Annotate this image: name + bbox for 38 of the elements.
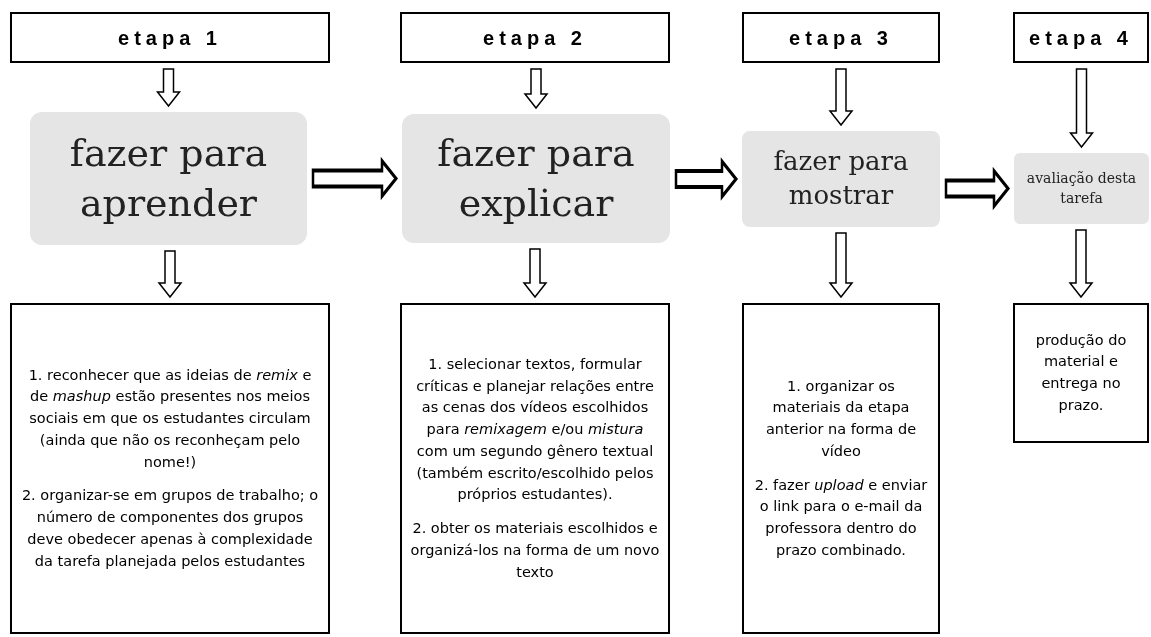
description-text: 1. organizar os materiais da etapa anterior na forma de vídeo: [764, 376, 918, 461]
stage-header-box: [1013, 12, 1149, 63]
block-arrow: [155, 68, 182, 108]
block-arrow: [523, 68, 549, 110]
block-arrow: [157, 250, 183, 299]
stage-description-box: [1013, 303, 1149, 443]
description-text: 2. organizar-se em grupos de trabalho; o número de componentes dos grupos deve obedecer apenas à complexidade da tarefa planejada pelos estudantes: [20, 486, 320, 571]
description-text: 1. selecionar textos, formular críticas e planejar relações entre as cenas dos vídeos escolhidos para remixagem e/ou mistura com um segundo gênero textual (também escrito/escolhido pelos próprios estudantes).: [415, 354, 655, 505]
block-arrow: [944, 166, 1010, 211]
stage-title-card: [1014, 153, 1149, 224]
stage-title: fazer para aprender: [68, 130, 269, 227]
block-arrow: [522, 248, 548, 299]
description-text: 2. obter os materiais escolhidos e organizá-los na forma de um novo texto: [410, 519, 660, 582]
stage-description-box: [10, 303, 330, 634]
stage-label: etapa 4: [1029, 25, 1133, 51]
stage-header-box: [400, 12, 670, 63]
stage-title: fazer para mostrar: [772, 145, 910, 212]
stage-title-card: [30, 112, 307, 245]
block-arrow: [1068, 229, 1094, 299]
description-text: 2. fazer upload e enviar o link para o e-mail da professora dentro do prazo combinado.: [753, 475, 929, 560]
block-arrow: [828, 232, 854, 299]
block-arrow: [1068, 68, 1095, 149]
stage-header-box: [10, 12, 330, 63]
stage-description-box: [400, 303, 670, 634]
stage-header-box: [742, 12, 940, 63]
stage-title-card: [742, 131, 940, 227]
stage-title: fazer para explicar: [436, 130, 636, 227]
stage-description-box: [742, 303, 940, 634]
description-text: 1. reconhecer que as ideias de remix e de mashup estão presentes nos meios sociais em que os estudantes circulam (ainda que não os reconheçam pelo nome!): [27, 365, 313, 472]
description-text: produção do material e entrega no prazo.: [1034, 330, 1128, 415]
stage-label: etapa 1: [118, 25, 222, 51]
stage-label: etapa 3: [789, 25, 893, 51]
block-arrow: [828, 68, 854, 127]
stage-title: avaliação desta tarefa: [1025, 168, 1138, 208]
stage-title-card: [402, 114, 670, 243]
block-arrow: [311, 156, 398, 201]
block-arrow: [674, 156, 738, 202]
stage-label: etapa 2: [483, 25, 587, 51]
